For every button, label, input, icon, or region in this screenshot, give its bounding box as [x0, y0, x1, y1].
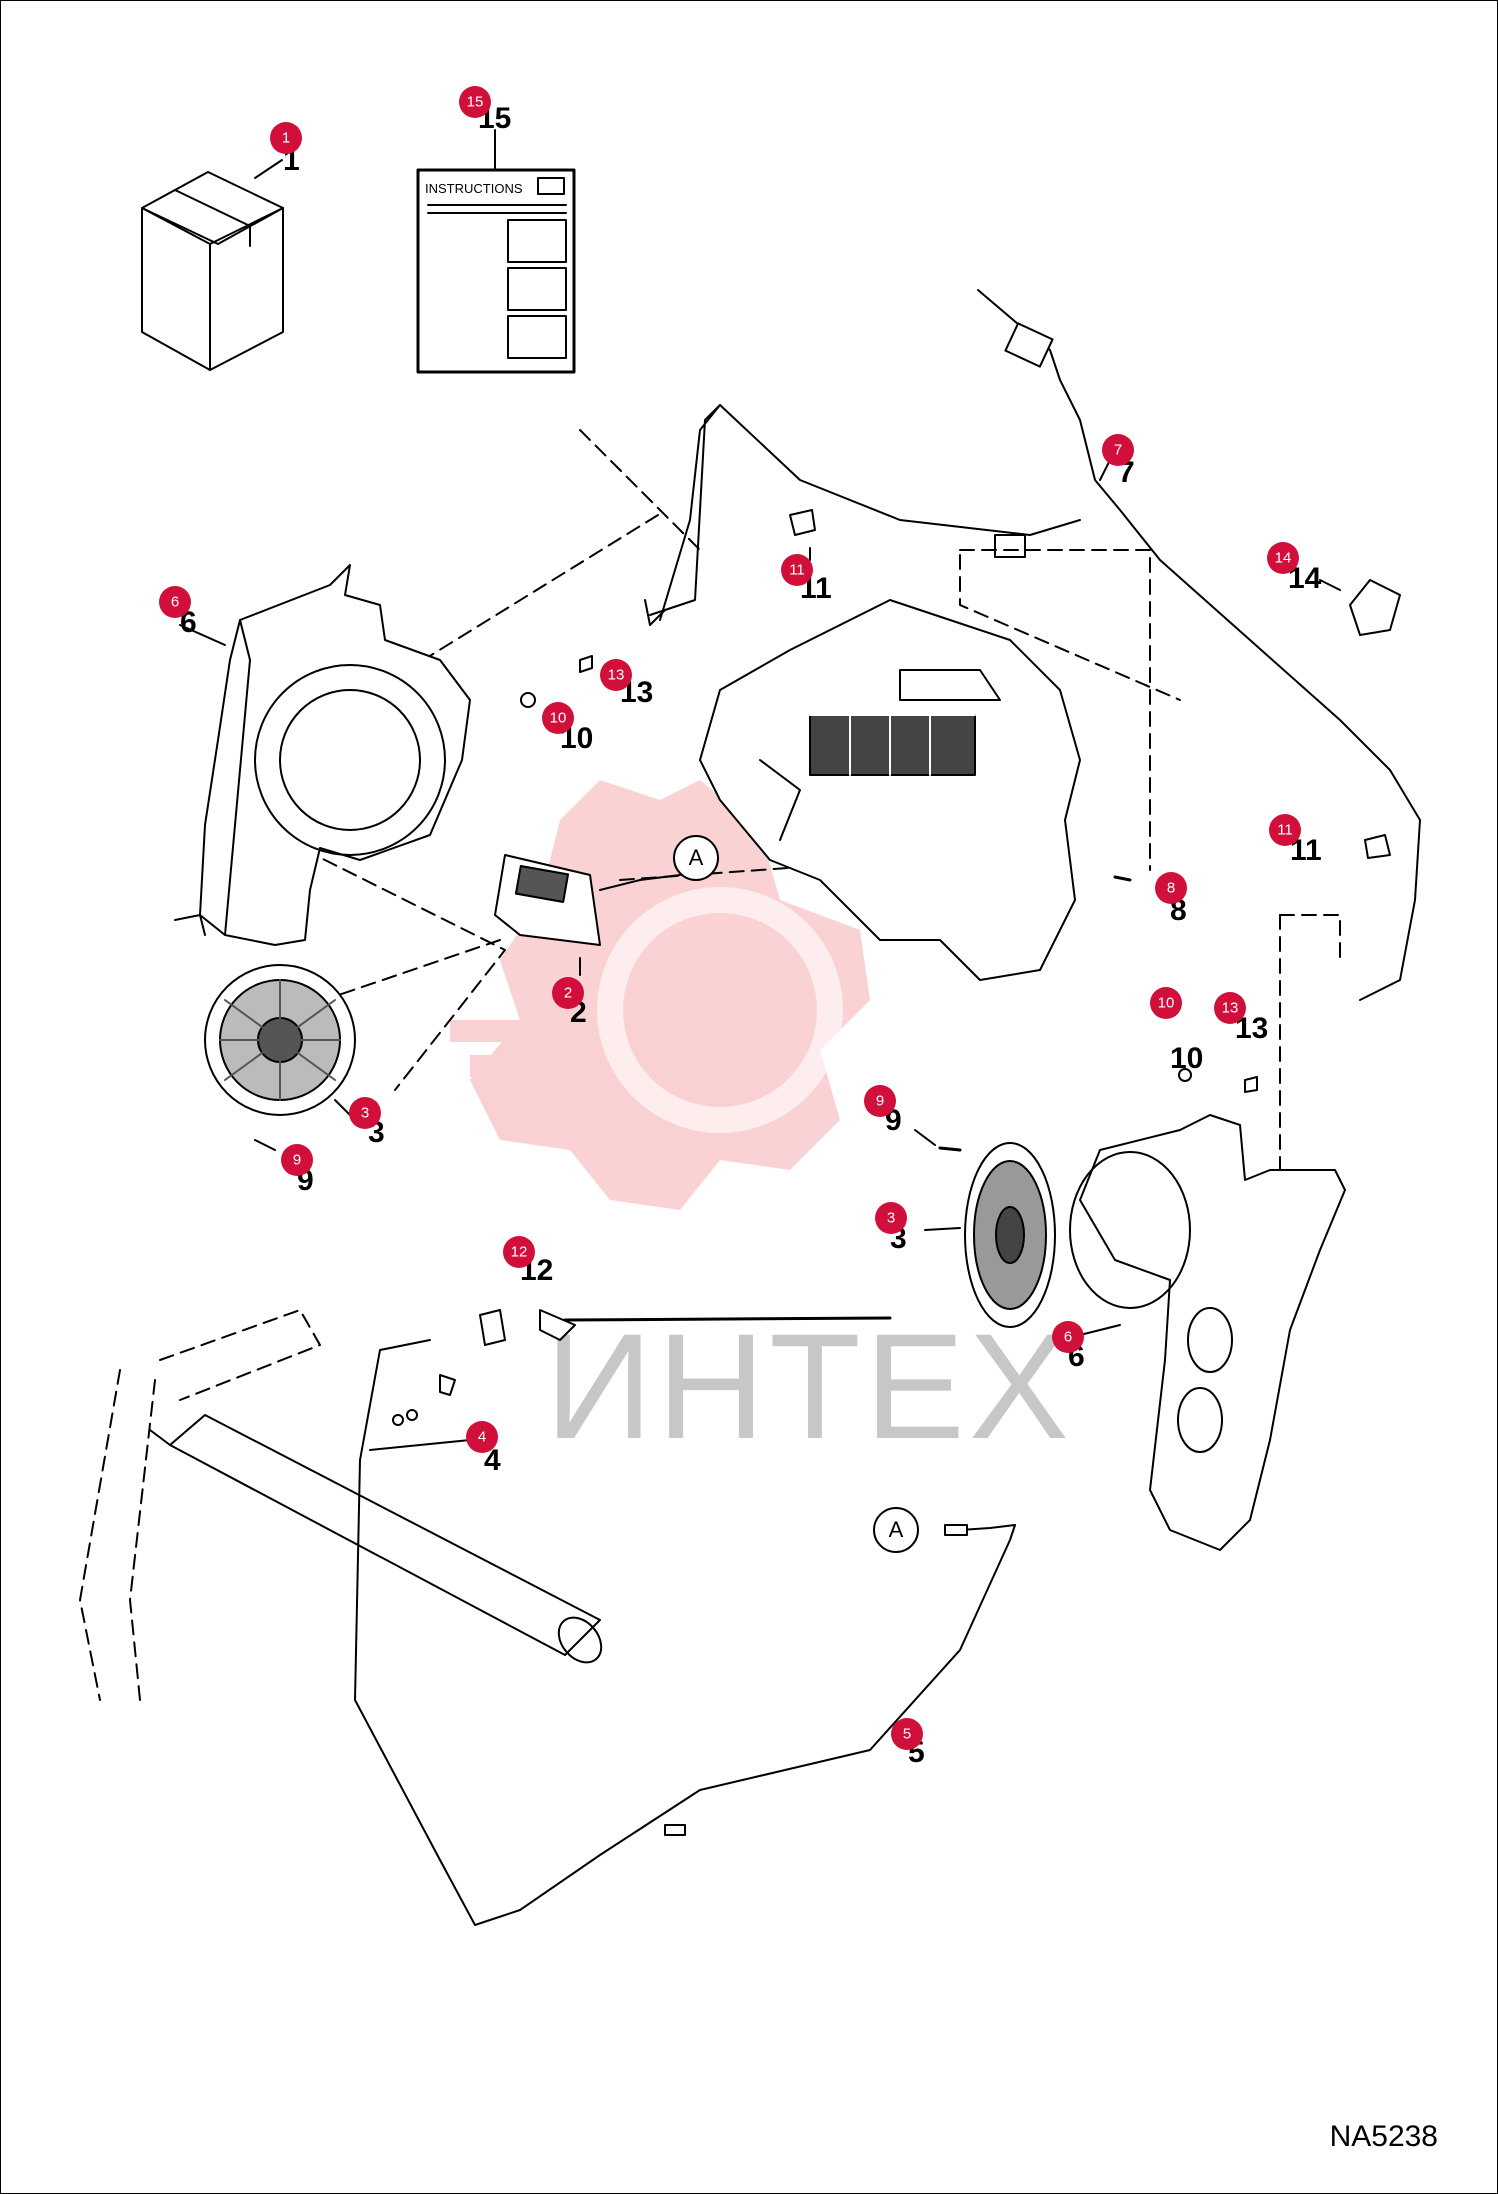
callout-badge: 11	[781, 554, 813, 586]
callout-badge: 5	[891, 1718, 923, 1750]
svg-text:4: 4	[478, 1429, 486, 1446]
callout-badge: 6	[1052, 1321, 1084, 1353]
diagram-code: NA5238	[1329, 2120, 1438, 2153]
callout-badge: 14	[1267, 542, 1299, 574]
callout-number: 10	[1170, 1042, 1203, 1075]
svg-text:9: 9	[876, 1093, 884, 1110]
svg-text:10: 10	[1158, 995, 1175, 1012]
callout-badge: 6	[159, 586, 191, 618]
svg-text:10: 10	[550, 710, 567, 727]
left-speaker-pod	[174, 564, 471, 946]
roll-bar	[79, 1309, 603, 1701]
svg-text:11: 11	[1277, 822, 1293, 839]
svg-text:1: 1	[282, 130, 290, 147]
callout-badge: 9	[864, 1085, 896, 1117]
callout-badge: 11	[1269, 814, 1301, 846]
connector-a-marker	[873, 1507, 919, 1553]
callout-badge: 4	[466, 1421, 498, 1453]
svg-text:6: 6	[1064, 1329, 1072, 1346]
svg-text:3: 3	[887, 1210, 895, 1227]
callout-badge: 12	[503, 1236, 535, 1268]
stereo-head-unit	[494, 854, 681, 976]
instructions-label: INSTRUCTIONS	[425, 181, 523, 196]
instructions-sheet	[416, 129, 576, 374]
svg-text:14: 14	[1275, 550, 1292, 567]
svg-text:15: 15	[467, 94, 484, 111]
svg-text:13: 13	[1222, 1000, 1239, 1017]
svg-text:2: 2	[564, 985, 572, 1002]
callout-badge: 13	[600, 659, 632, 691]
callout-badge: 8	[1155, 872, 1187, 904]
callout-badge: 3	[349, 1097, 381, 1129]
svg-text:6: 6	[171, 594, 179, 611]
right-speaker	[964, 1142, 1056, 1328]
svg-text:5: 5	[903, 1726, 911, 1743]
callout-number: 4	[484, 1444, 501, 1477]
callout-badge: 3	[875, 1202, 907, 1234]
svg-text:9: 9	[293, 1152, 301, 1169]
svg-text:12: 12	[511, 1244, 528, 1261]
antenna-cable	[354, 1339, 1016, 1926]
right-speaker-pod	[1069, 1114, 1346, 1551]
kit-box	[141, 159, 284, 371]
callout-badge: 15	[459, 86, 491, 118]
power-harness	[644, 289, 1421, 1001]
connector-a-label: A	[689, 845, 704, 870]
callout-badge: 7	[1102, 434, 1134, 466]
svg-text:13: 13	[608, 667, 625, 684]
svg-text:3: 3	[361, 1105, 369, 1122]
callout-badge: 1	[270, 122, 302, 154]
svg-text:7: 7	[1114, 442, 1122, 459]
center-console	[699, 599, 1081, 981]
svg-text:11: 11	[789, 562, 805, 579]
callout-badge: 10	[542, 702, 574, 734]
antenna-assembly	[392, 1309, 892, 1426]
callout-badge: 2	[552, 977, 584, 1009]
connector-a-marker	[673, 835, 719, 881]
callout-badge: 10	[1150, 987, 1182, 1019]
left-speaker	[204, 964, 356, 1116]
callout-badge: 13	[1214, 992, 1246, 1024]
connector-a-label: A	[889, 1517, 904, 1542]
watermark-text: ИНТЕХ	[545, 1302, 1073, 1470]
svg-text:8: 8	[1167, 880, 1175, 897]
callout-badge: 9	[281, 1144, 313, 1176]
